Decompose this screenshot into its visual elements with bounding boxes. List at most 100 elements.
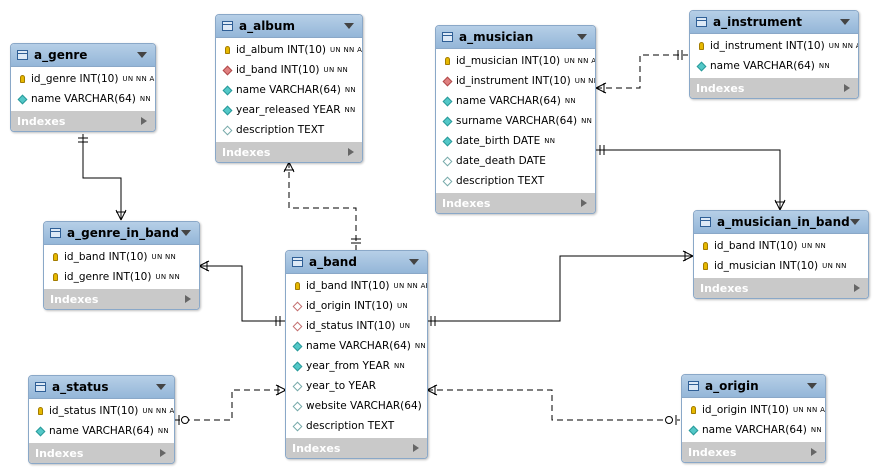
column-row[interactable]: id_band INT(10)UN NN (694, 236, 868, 256)
column-row[interactable]: id_band INT(10)UN NN AI (286, 276, 427, 296)
column-row[interactable]: name VARCHAR(64)NN (286, 336, 427, 356)
not-null-column-icon (442, 136, 452, 146)
collapse-icon[interactable] (577, 34, 587, 40)
column-row[interactable]: id_instrument INT(10)UN NN (436, 71, 595, 91)
column-flags: UN NN AI (142, 407, 175, 415)
table-header[interactable]: a_instrument (690, 11, 858, 34)
column-row[interactable]: surname VARCHAR(64)NN (436, 111, 595, 131)
column-row[interactable]: description TEXT (286, 416, 427, 436)
collapse-icon[interactable] (850, 219, 860, 225)
column-definition: id_band INT(10) (714, 240, 798, 252)
column-flags: UN NN AI (792, 406, 826, 414)
column-flags: UN NN AI (330, 46, 363, 54)
column-row[interactable]: name VARCHAR(64)NN (216, 80, 362, 100)
column-row[interactable]: id_genre INT(10)UN NN AI (11, 69, 155, 89)
column-row[interactable]: id_band INT(10)UN NN (216, 60, 362, 80)
collapse-icon[interactable] (137, 52, 147, 58)
column-flags: UN (396, 302, 408, 310)
table-header[interactable]: a_genre (11, 44, 155, 67)
column-row[interactable]: name VARCHAR(64)NN (11, 89, 155, 109)
indexes-section[interactable]: Indexes (286, 438, 427, 458)
expand-arrow-icon[interactable] (348, 148, 354, 156)
column-row[interactable]: name VARCHAR(64)NN (29, 421, 174, 441)
expand-arrow-icon[interactable] (141, 117, 147, 125)
indexes-section[interactable]: Indexes (682, 442, 825, 462)
column-row[interactable]: id_status INT(10)UN (286, 316, 427, 336)
column-row[interactable]: id_origin INT(10)UN NN AI (682, 400, 825, 420)
expand-arrow-icon[interactable] (844, 84, 850, 92)
column-row[interactable]: id_origin INT(10)UN (286, 296, 427, 316)
column-definition: name VARCHAR(64) (702, 424, 807, 436)
column-row[interactable]: id_band INT(10)UN NN (44, 247, 199, 267)
table-header[interactable]: a_band (286, 251, 427, 274)
foreign-key-icon (442, 76, 452, 86)
table-title: a_musician_in_band (717, 215, 850, 229)
collapse-icon[interactable] (344, 23, 354, 29)
column-definition: id_instrument INT(10) (710, 40, 825, 52)
column-row[interactable]: name VARCHAR(64)NN (436, 91, 595, 111)
column-row[interactable]: id_musician INT(10)UN NN (694, 256, 868, 276)
indexes-section[interactable]: Indexes (690, 78, 858, 98)
column-row[interactable]: date_death DATE (436, 151, 595, 171)
collapse-icon[interactable] (409, 259, 419, 265)
column-row[interactable]: id_instrument INT(10)UN NN AI (690, 36, 858, 56)
column-row[interactable]: name VARCHAR(64)NN (690, 56, 858, 76)
table-icon (696, 17, 707, 27)
collapse-icon[interactable] (840, 19, 850, 25)
column-row[interactable]: id_genre INT(10)UN NN (44, 267, 199, 287)
indexes-section[interactable]: Indexes (44, 289, 199, 309)
primary-key-icon (696, 41, 706, 51)
expand-arrow-icon[interactable] (185, 295, 191, 303)
column-row[interactable]: name VARCHAR(64)NN (682, 420, 825, 440)
column-row[interactable]: description TEXT (436, 171, 595, 191)
column-row[interactable]: year_to YEAR (286, 376, 427, 396)
column-flags: NN (818, 62, 830, 70)
indexes-label: Indexes (292, 441, 341, 455)
indexes-section[interactable]: Indexes (11, 111, 155, 131)
indexes-section[interactable]: Indexes (694, 278, 868, 298)
expand-arrow-icon[interactable] (581, 199, 587, 207)
expand-arrow-icon[interactable] (854, 284, 860, 292)
column-row[interactable]: id_musician INT(10)UN NN AI (436, 51, 595, 71)
indexes-section[interactable]: Indexes (436, 193, 595, 213)
table-header[interactable]: a_album (216, 15, 362, 38)
column-flags: NN (344, 106, 356, 114)
collapse-icon[interactable] (181, 230, 191, 236)
primary-key-icon (442, 56, 452, 66)
column-row[interactable]: id_status INT(10)UN NN AI (29, 401, 174, 421)
column-definition: id_musician INT(10) (714, 260, 819, 272)
column-definition: name VARCHAR(64) (31, 93, 136, 105)
table-header[interactable]: a_musician (436, 26, 595, 49)
column-flags: NN (414, 342, 426, 350)
column-definition: name VARCHAR(64) (236, 84, 341, 96)
collapse-icon[interactable] (156, 384, 166, 390)
expand-arrow-icon[interactable] (413, 444, 419, 452)
column-flags: UN NN (323, 66, 349, 74)
column-row[interactable]: website VARCHAR(64) (286, 396, 427, 416)
indexes-section[interactable]: Indexes (216, 142, 362, 162)
column-flags: UN (399, 322, 411, 330)
table-header[interactable]: a_origin (682, 375, 825, 398)
column-row[interactable]: id_album INT(10)UN NN AI (216, 40, 362, 60)
column-row[interactable]: description TEXT (216, 120, 362, 140)
expand-arrow-icon[interactable] (811, 448, 817, 456)
expand-arrow-icon[interactable] (160, 449, 166, 457)
column-flags: NN (344, 86, 356, 94)
collapse-icon[interactable] (807, 383, 817, 389)
table-header[interactable]: a_status (29, 376, 174, 399)
table-header[interactable]: a_genre_in_band (44, 222, 199, 245)
indexes-section[interactable]: Indexes (29, 443, 174, 463)
table-header[interactable]: a_musician_in_band (694, 211, 868, 234)
